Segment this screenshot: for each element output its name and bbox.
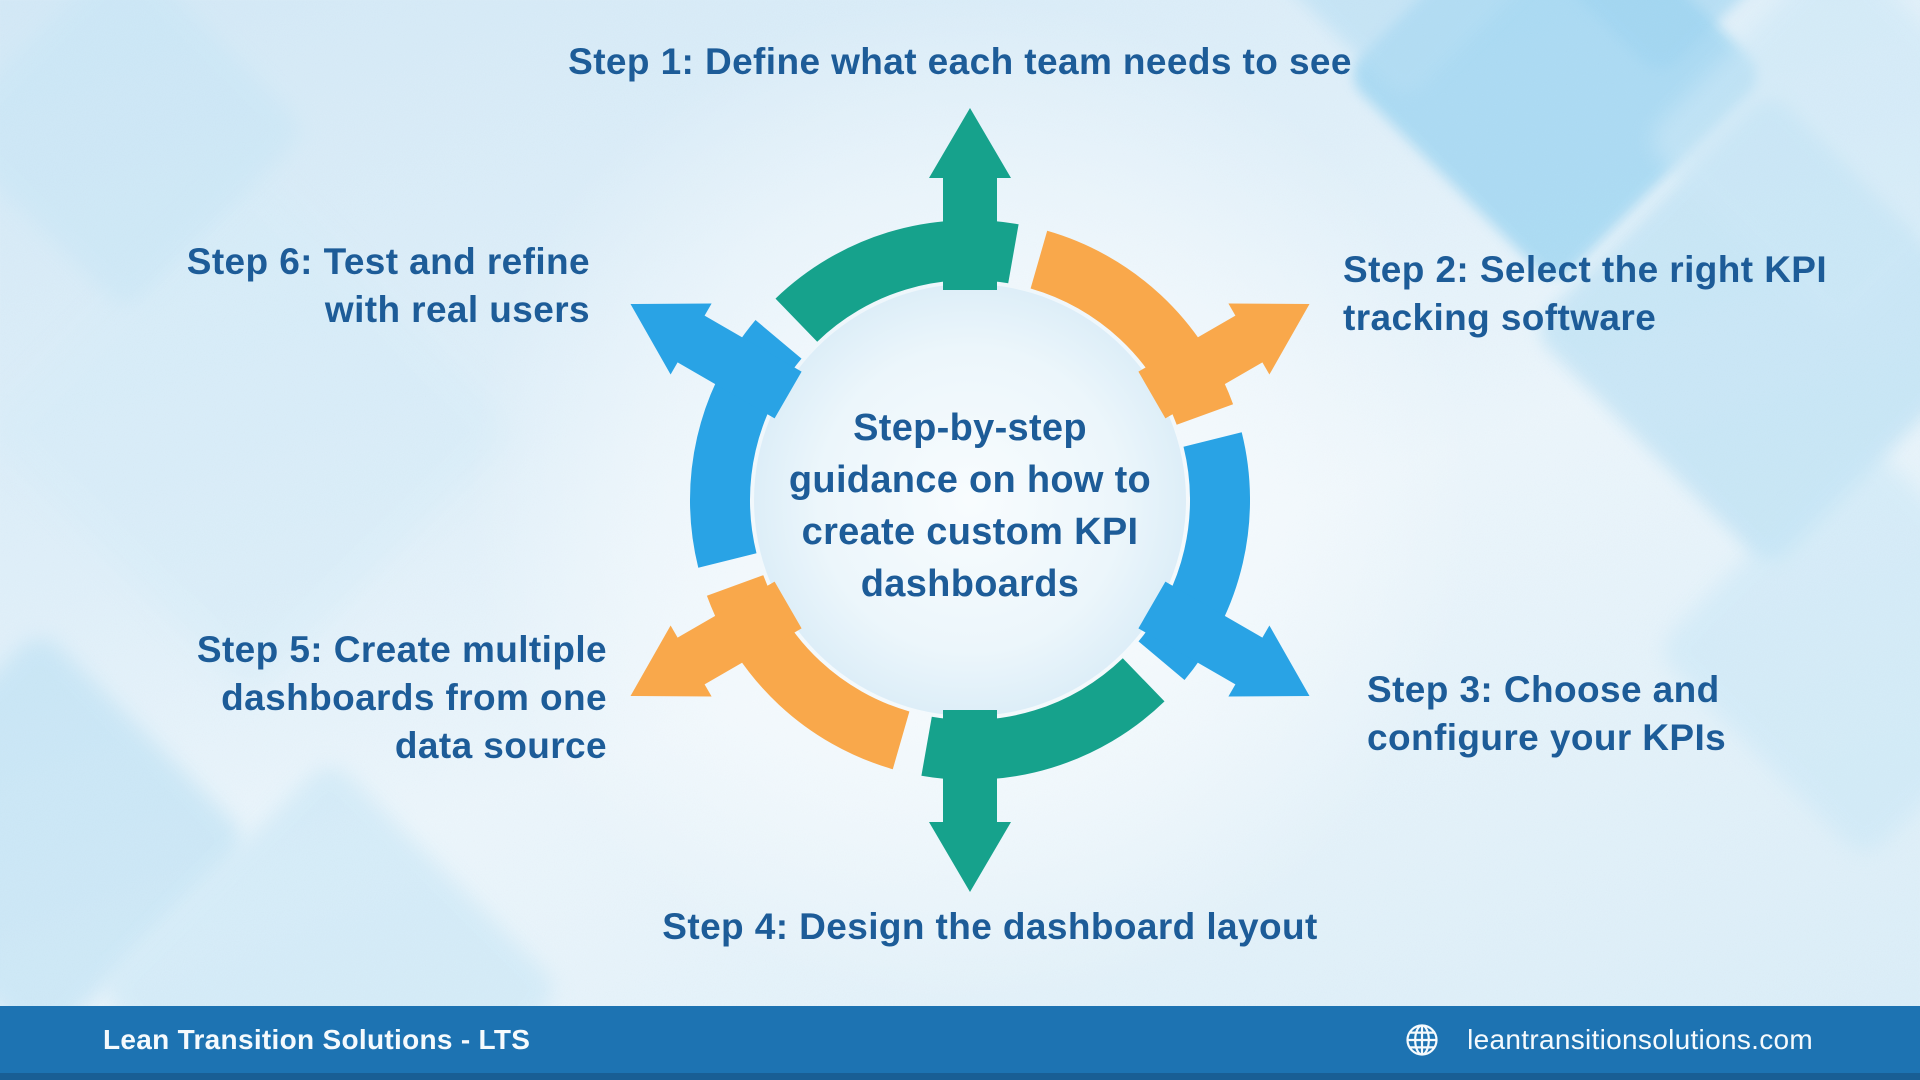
step-label-line: dashboards from one — [221, 677, 607, 718]
footer-website-text: leantransitionsolutions.com — [1467, 1023, 1813, 1055]
footer-bar: Lean Transition Solutions - LTS leantran… — [0, 1006, 1920, 1080]
step-label-line: Step 4: Design the dashboard layout — [662, 906, 1318, 947]
step-3-label: Step 3: Choose and configure your KPIs — [1367, 666, 1726, 762]
center-text-line: guidance on how to — [788, 459, 1152, 501]
footer-website-group: leantransitionsolutions.com — [1405, 1023, 1813, 1057]
step-label-line: Step 5: Create multiple — [196, 629, 607, 670]
process-wheel — [630, 108, 1310, 892]
step-label-line: Step 6: Test and refine — [186, 241, 590, 282]
wheel-arrow-step-4 — [921, 658, 1165, 892]
step-label-line: configure your KPIs — [1367, 717, 1727, 758]
wheel-arrow-step-6 — [630, 303, 802, 568]
bg-diamond — [1652, 437, 1920, 863]
wheel-arrow-step-2 — [1030, 230, 1310, 425]
step-1-label: Step 1: Define what each team needs to s… — [410, 38, 1510, 86]
step-5-label: Step 5: Create multiple dashboards from … — [197, 626, 607, 770]
step-label-line: data source — [394, 725, 607, 766]
wheel-arrow-step-3 — [1138, 432, 1310, 697]
center-text-line: Step-by-step — [853, 407, 1087, 449]
step-label-line: Step 3: Choose and — [1367, 669, 1720, 710]
bg-diamond — [1490, 0, 1830, 80]
step-label-line: Step 2: Select the right KPI — [1343, 249, 1828, 290]
wheel-arrow-step-5 — [630, 575, 910, 770]
step-label-line: tracking software — [1343, 297, 1657, 338]
step-label-line: with real users — [324, 289, 590, 330]
step-6-label: Step 6: Test and refine with real users — [187, 238, 590, 334]
step-label-line: Step 1: Define what each team needs to s… — [568, 41, 1352, 82]
center-text-line: dashboards — [860, 563, 1080, 605]
step-2-label: Step 2: Select the right KPI tracking so… — [1343, 246, 1827, 342]
wheel-center-text: Step-by-step guidance on how to create c… — [720, 402, 1220, 610]
center-text-line: create custom KPI — [801, 511, 1139, 553]
wheel-center-circle — [754, 284, 1186, 716]
footer-company-name: Lean Transition Solutions - LTS — [103, 1023, 531, 1055]
globe-icon — [1406, 1023, 1438, 1056]
wheel-arrow-step-1 — [775, 108, 1019, 342]
step-4-label: Step 4: Design the dashboard layout — [440, 903, 1540, 951]
